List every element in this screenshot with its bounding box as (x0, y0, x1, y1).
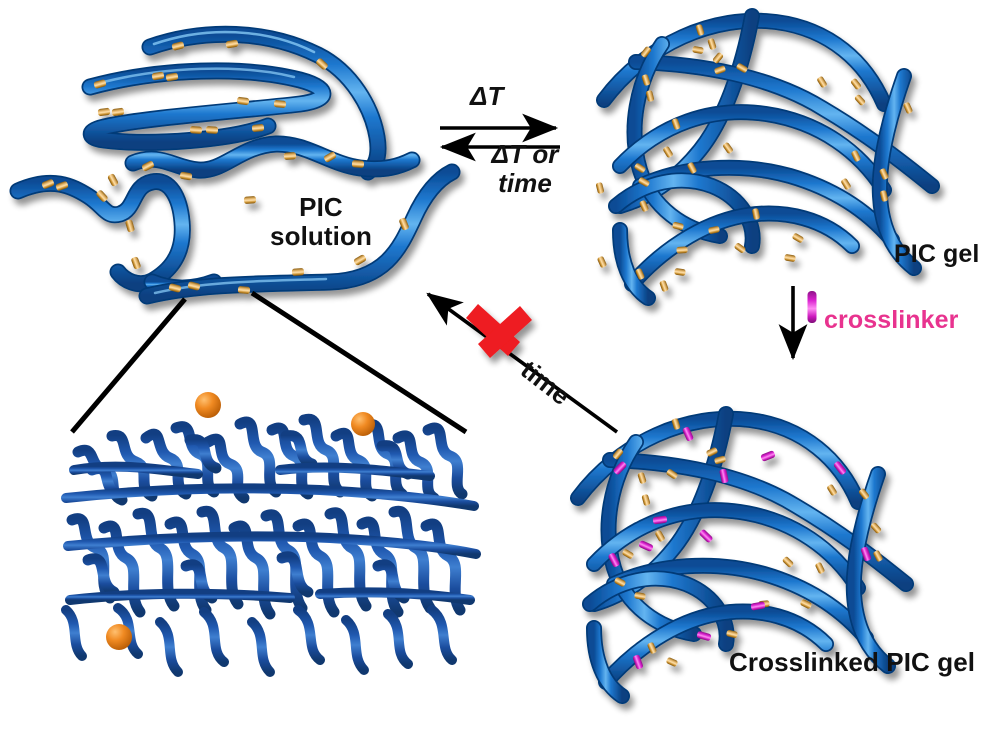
sphere-icon (106, 624, 132, 650)
sphere-icon (351, 412, 375, 436)
pic-gel-label: PIC gel (894, 240, 980, 268)
polymer-chain (124, 135, 421, 179)
functional-sphere-group (106, 392, 375, 650)
helix-bundle (61, 413, 481, 677)
blocked-cross-marker (466, 304, 532, 358)
crosslinker-label: crosslinker (824, 306, 959, 334)
pic-solution-panel (9, 25, 461, 305)
crosslinker-rod-group (608, 426, 872, 670)
bundle-rod-group (595, 24, 913, 292)
pic-solution-label: PIC solution (270, 192, 372, 252)
gel-network (570, 406, 914, 704)
crosslinker-rod-icon (807, 291, 817, 323)
blocked-reversal-arrow (426, 292, 619, 434)
arrow-group (426, 113, 817, 434)
polymer-chain (81, 62, 332, 151)
reverse-arrow-label: ΔT or time (491, 139, 559, 199)
pic-gel-panel (595, 8, 940, 306)
bundle-rod-group (41, 39, 409, 294)
molecular-inset (61, 290, 481, 677)
forward-arrow-label: ΔT (470, 81, 504, 111)
gel-network (596, 8, 940, 306)
inset-zoom-lines (70, 290, 468, 435)
crosslinked-gel-panel (570, 406, 914, 704)
crosslinked-pic-gel-label: Crosslinked PIC gel (729, 647, 976, 677)
polymer-chain (141, 25, 387, 181)
sphere-icon (195, 392, 221, 418)
